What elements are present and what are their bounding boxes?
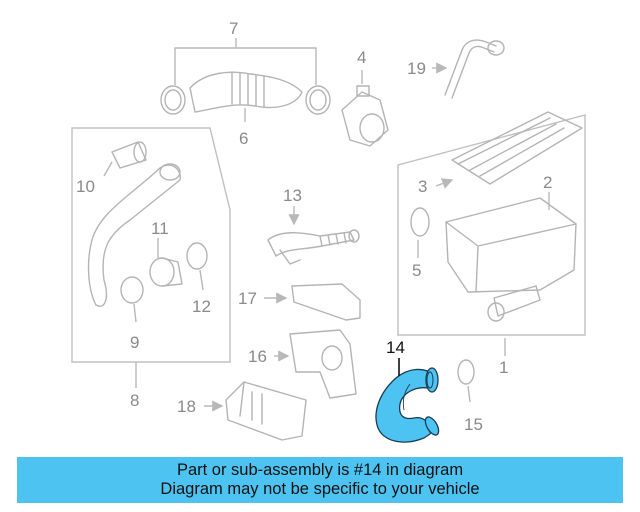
- label-13: 13: [283, 186, 302, 205]
- part-9-clamp: [120, 276, 144, 304]
- part-15-clamp: [457, 359, 475, 385]
- part-13-hose: [267, 229, 360, 265]
- label-6: 6: [239, 129, 248, 148]
- info-banner: Part or sub-assembly is #14 in diagram D…: [17, 457, 623, 503]
- label-2: 2: [543, 173, 552, 192]
- banner-line-2: Diagram may not be specific to your vehi…: [160, 480, 480, 498]
- part-12-clamp: [186, 242, 208, 270]
- label-17: 17: [238, 289, 257, 308]
- part-8-intake-tube: [87, 163, 181, 307]
- part-5-seal-ring: [410, 207, 430, 237]
- label-5: 5: [412, 261, 421, 280]
- part-1-air-box: [445, 197, 577, 322]
- part-10-connector: [111, 141, 147, 169]
- label-8: 8: [130, 391, 139, 410]
- part-3-filter-element: [451, 111, 583, 185]
- parts-diagram: 7 6 4 19 10 8 11: [71, 19, 586, 443]
- banner-line-1: Part or sub-assembly is #14 in diagram: [176, 461, 464, 479]
- part-16-housing: [289, 329, 357, 399]
- label-11: 11: [151, 219, 169, 238]
- label-7: 7: [229, 19, 238, 38]
- label-10: 10: [76, 177, 95, 196]
- part-14-intake-hose-highlighted: [375, 367, 440, 443]
- label-3: 3: [418, 177, 427, 196]
- label-19: 19: [407, 59, 426, 78]
- leader-7: [174, 47, 317, 85]
- group-frame-8: [71, 127, 231, 363]
- label-14: 14: [386, 338, 405, 357]
- label-1: 1: [499, 358, 508, 377]
- label-16: 16: [248, 347, 267, 366]
- label-12: 12: [192, 297, 211, 316]
- part-6-intake-duct: [160, 71, 331, 115]
- part-19-breather-hose: [444, 39, 505, 99]
- part-17-cover: [291, 283, 361, 321]
- part-11-coupler: [149, 257, 183, 287]
- label-4: 4: [357, 48, 366, 67]
- label-15: 15: [464, 415, 483, 434]
- part-18-duct: [225, 381, 307, 441]
- label-18: 18: [177, 397, 196, 416]
- part-4-maf-sensor: [341, 85, 389, 147]
- label-9: 9: [130, 333, 139, 352]
